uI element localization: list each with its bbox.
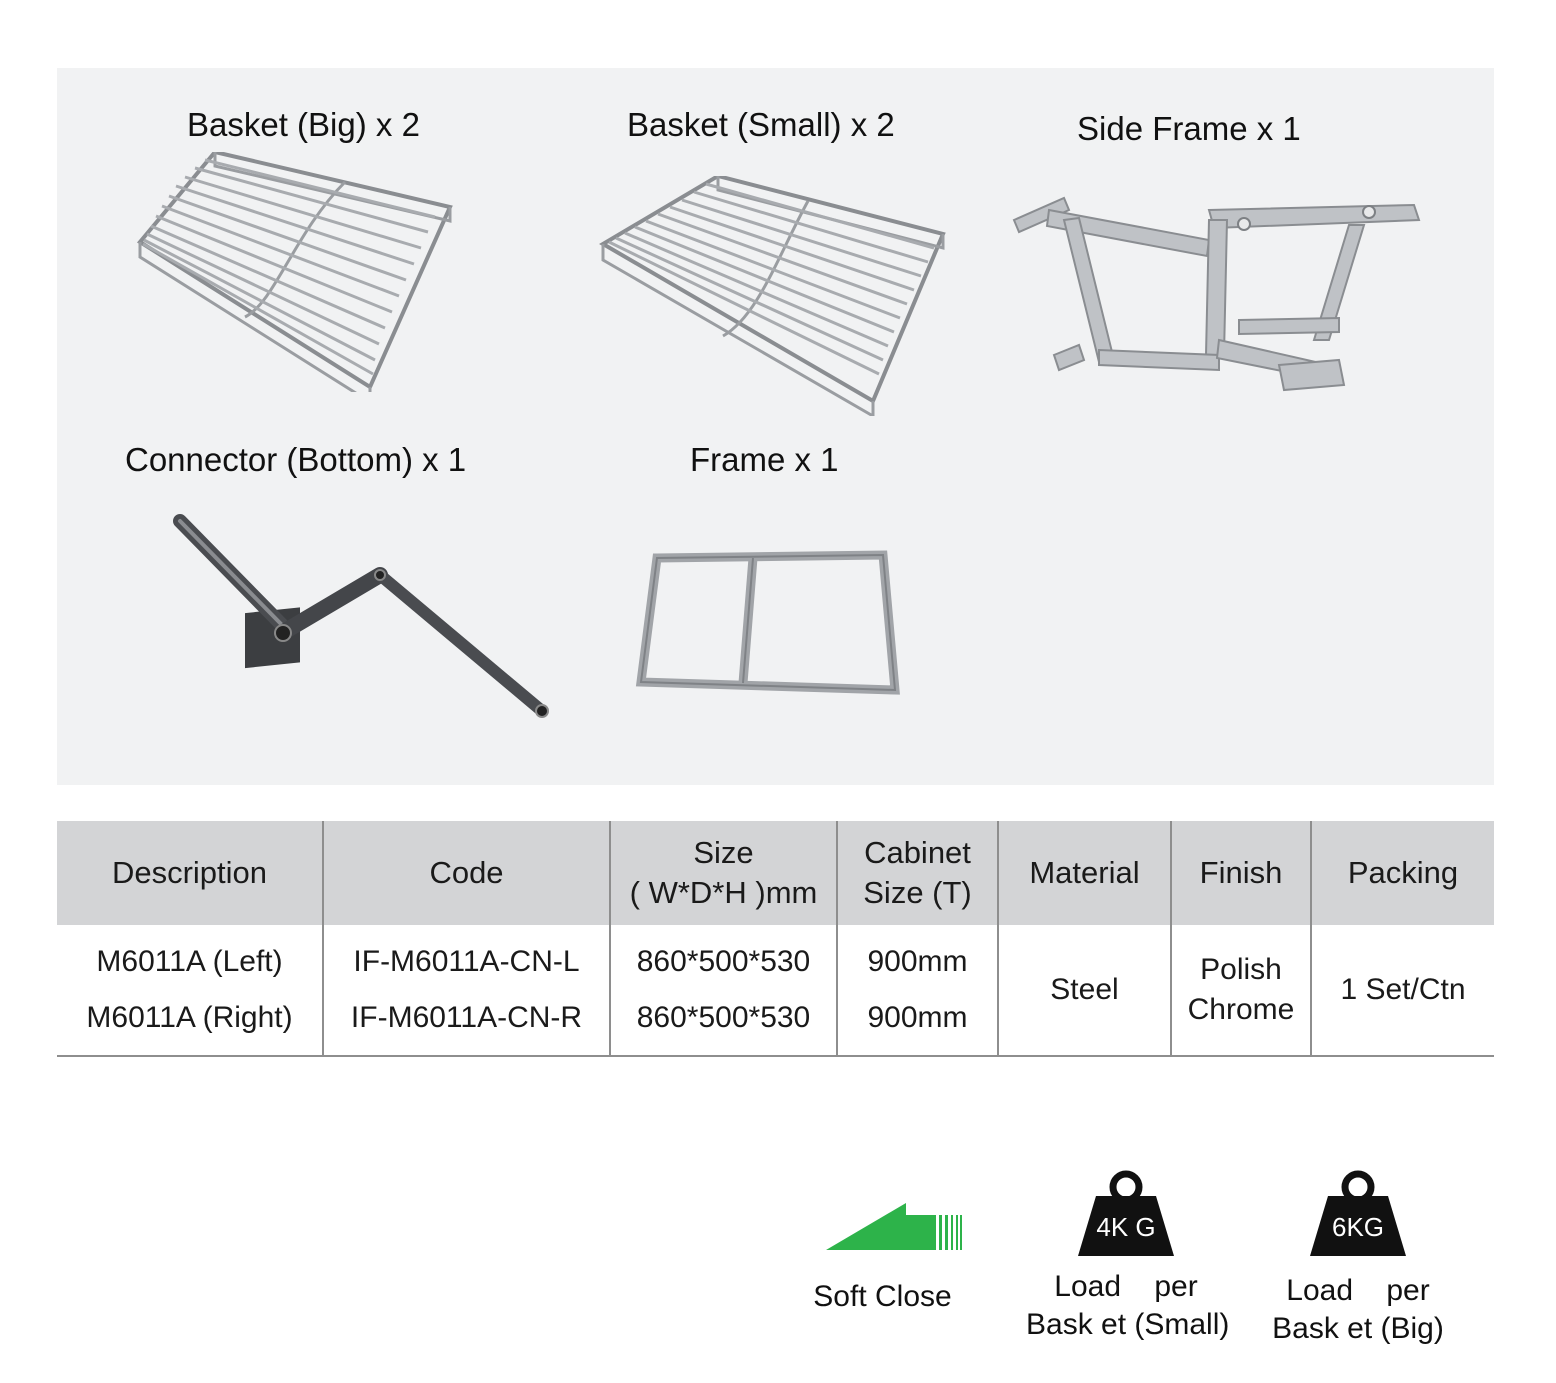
part-label-connector-bottom: Connector (Bottom) x 1 [125, 441, 467, 478]
cell-packing: 1 Set/Ctn [1310, 925, 1494, 1057]
cell-size: 860*500*530 860*500*530 [609, 925, 837, 1057]
weight-label-6kg: 6KG [1331, 1212, 1385, 1242]
weight-icon: 6KG [1310, 1170, 1406, 1256]
cell-description: M6011A (Left) M6011A (Right) [57, 925, 323, 1057]
connector-bottom-image [173, 514, 549, 718]
feature-load-big: 6KG Load per Bask et (Big) [1260, 1170, 1456, 1348]
part-label-frame: Frame x 1 [690, 441, 839, 478]
table-row: M6011A (Left) M6011A (Right) IF-M6011A-C… [57, 925, 1494, 1057]
cell-cabinet-size: 900mm 900mm [836, 925, 998, 1057]
header-size: Size ( W*D*H )mm [609, 821, 837, 925]
header-cabinet-size: Cabinet Size (T) [836, 821, 998, 925]
cell-finish: Polish Chrome [1170, 925, 1311, 1057]
header-finish: Finish [1170, 821, 1311, 925]
weight-label-4kg: 4K G [1096, 1212, 1156, 1242]
header-code: Code [322, 821, 610, 925]
header-packing: Packing [1310, 821, 1494, 925]
header-description: Description [57, 821, 323, 925]
spec-table: Description Code Size ( W*D*H )mm Cabine… [57, 821, 1494, 1057]
side-frame-image [1012, 196, 1421, 392]
cell-material: Steel [997, 925, 1171, 1057]
soft-close-arrow-icon [826, 1203, 962, 1250]
cell-code: IF-M6011A-CN-L IF-M6011A-CN-R [322, 925, 610, 1057]
weight-icon: 4K G [1078, 1170, 1174, 1256]
frame-image [635, 550, 900, 695]
header-material: Material [997, 821, 1171, 925]
feature-soft-close: Soft Close [800, 1196, 965, 1316]
part-label-side-frame: Side Frame x 1 [1077, 110, 1301, 147]
soft-close-label: Soft Close [813, 1280, 952, 1313]
wire-basket-small-image [599, 176, 946, 416]
wire-basket-big-image [137, 152, 453, 392]
table-header-row: Description Code Size ( W*D*H )mm Cabine… [57, 821, 1494, 925]
part-label-basket-big: Basket (Big) x 2 [187, 106, 420, 143]
feature-load-small: 4K G Load per Bask et (Small) [1026, 1170, 1229, 1344]
parts-panel: Basket (Big) x 2 Basket (Small) x 2 [57, 68, 1494, 785]
part-label-basket-small: Basket (Small) x 2 [627, 106, 895, 143]
